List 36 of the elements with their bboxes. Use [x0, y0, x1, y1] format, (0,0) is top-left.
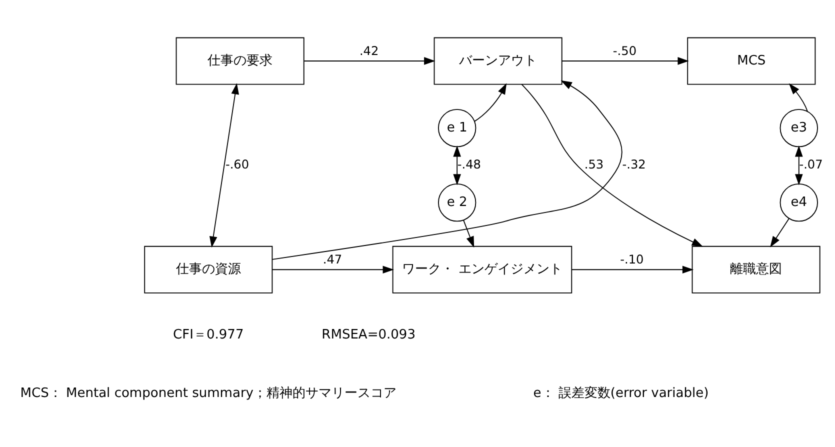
- arrow: [788, 82, 808, 112]
- edge-label: -.48: [457, 156, 481, 171]
- node-box: 仕事の資源: [144, 245, 273, 293]
- arrow: [571, 265, 694, 274]
- edge-label: .53: [584, 156, 604, 171]
- edge-label: -.10: [620, 252, 644, 266]
- node-box: ワーク・ エンゲイジメント: [392, 245, 572, 293]
- edge-label: -.50: [612, 43, 637, 58]
- label: MCS： Mental component summary；精神的サマリースコア: [20, 385, 397, 400]
- label: e： 誤差変数(error variable): [533, 385, 709, 400]
- edge-label: .42: [359, 43, 379, 58]
- arrow: [453, 145, 461, 185]
- arrow: [304, 56, 436, 64]
- edge-label: -.60: [225, 156, 250, 171]
- label: RMSEA=0.093: [322, 326, 416, 342]
- arrow: [770, 218, 790, 247]
- edge-label: -.07: [799, 156, 823, 171]
- node-box: MCS: [687, 36, 816, 84]
- node-box: 離職意図: [692, 245, 820, 293]
- arrow: [272, 265, 394, 274]
- node-box: 仕事の要求: [176, 36, 304, 84]
- arrow: [474, 82, 507, 122]
- label: CFI＝0.977: [173, 326, 244, 342]
- node-circle: e3: [780, 108, 818, 147]
- arrow: [521, 83, 704, 246]
- edge-label: .47: [322, 252, 342, 266]
- node-circle: e4: [780, 182, 818, 222]
- arrow: [463, 219, 474, 248]
- node-circle: e 2: [438, 182, 476, 222]
- node-box: バーンアウト: [434, 36, 562, 84]
- edge-label: -.32: [622, 156, 646, 171]
- arrow: [272, 80, 622, 260]
- arrow: [209, 82, 240, 248]
- node-circle: e 1: [438, 108, 476, 147]
- arrow: [562, 56, 689, 64]
- arrow: [794, 145, 803, 185]
